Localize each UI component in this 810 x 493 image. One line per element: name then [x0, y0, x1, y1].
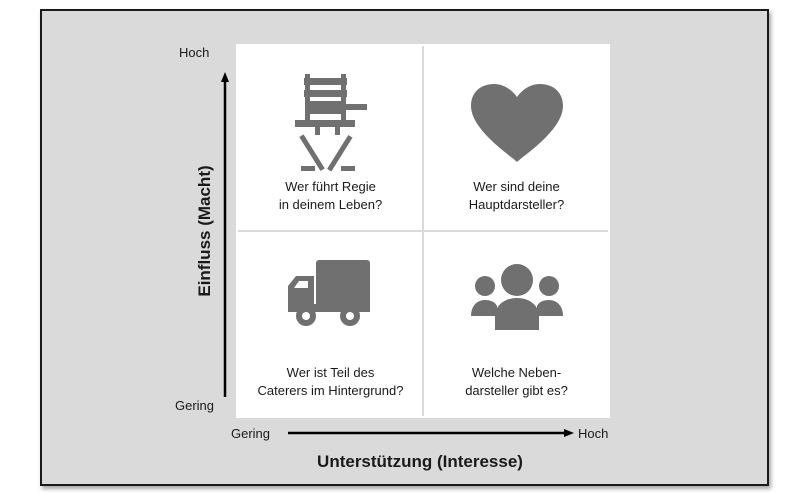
- quadrant-bottom-left: Wer ist Teil des Caterers im Hintergrund…: [238, 232, 423, 417]
- x-axis-title: Unterstützung (Interesse): [317, 452, 523, 471]
- quadrant-top-left: Wer führt Regie in deinem Leben?: [238, 46, 423, 231]
- x-arrowhead-icon: [564, 429, 574, 437]
- quadrant-question: Wer führt Regie in deinem Leben?: [278, 179, 383, 212]
- y-arrowhead-icon: [221, 72, 229, 82]
- group-icon: [424, 262, 609, 330]
- quadrant-question: Wer sind deine Hauptdarsteller?: [468, 179, 565, 212]
- horizontal-divider: [238, 230, 608, 232]
- y-axis-title: Einfluss (Macht): [195, 165, 214, 297]
- y-axis-high-label: Hoch: [179, 45, 210, 60]
- heart-icon: [424, 84, 609, 162]
- quadrant-question: Welche Neben- darsteller gibt es?: [465, 365, 568, 398]
- truck-icon: [238, 260, 423, 330]
- quadrant-bottom-right: Welche Neben- darsteller gibt es?: [424, 232, 609, 417]
- quadrant-top-right: Wer sind deine Hauptdarsteller?: [424, 46, 609, 231]
- x-axis-low-label: Gering: [231, 426, 271, 441]
- y-axis-low-label: Gering: [175, 398, 215, 413]
- director-chair-icon: [238, 74, 423, 172]
- quadrant-question: Wer ist Teil des Caterers im Hintergrund…: [257, 365, 404, 398]
- x-axis-high-label: Hoch: [578, 426, 609, 441]
